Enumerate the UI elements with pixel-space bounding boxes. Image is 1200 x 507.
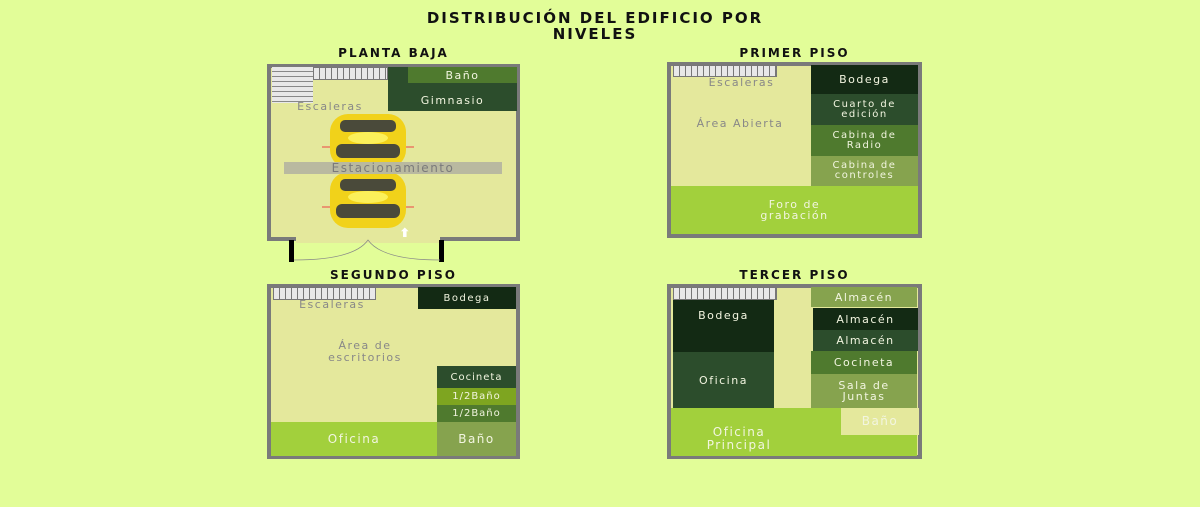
- room-bano: Baño: [841, 408, 919, 435]
- sala-label: Sala de Juntas: [838, 379, 890, 403]
- room-cocineta: Cocineta: [811, 351, 917, 374]
- room-sala-juntas: Sala de Juntas: [811, 374, 917, 408]
- bano-label: Baño: [445, 68, 480, 82]
- area-escritorios-label: Área de escritorios: [328, 339, 402, 364]
- escaleras-label: Escaleras: [299, 298, 365, 311]
- oficina-principal-label: Oficina Principal: [706, 425, 772, 452]
- radio-label: Cabina de Radio: [832, 129, 897, 151]
- room-bodega: Bodega: [673, 300, 774, 352]
- gimnasio-label: Gimnasio: [420, 94, 485, 107]
- door-post: [439, 240, 444, 262]
- segundo-piso-title: SEGUNDO PISO: [330, 268, 457, 282]
- escaleras-label: Escaleras: [708, 76, 775, 89]
- bodega-label: Bodega: [443, 292, 491, 304]
- medio-bano-label: 1/2Baño: [452, 391, 501, 402]
- bano-label: Baño: [861, 414, 899, 428]
- bodega-label: Bodega: [839, 73, 890, 86]
- almacen-label: Almacén: [834, 290, 894, 304]
- room-bodega: Bodega: [418, 287, 516, 309]
- room-almacen-3: Almacén: [813, 330, 918, 351]
- bano-label: Baño: [458, 431, 495, 446]
- stairs-icon: [673, 65, 777, 77]
- room-cabina-controles: Cabina de controles: [811, 156, 918, 186]
- door-post: [289, 240, 294, 262]
- stairs-icon: [273, 287, 376, 300]
- cocineta-label: Cocineta: [833, 356, 895, 369]
- room-bano: Baño: [408, 67, 517, 83]
- planta-baja-title: PLANTA BAJA: [338, 46, 449, 60]
- primer-piso-title: PRIMER PISO: [739, 46, 850, 60]
- estacionamiento-label: Estacionamiento: [284, 162, 502, 174]
- room-medio-bano-2: 1/2Baño: [437, 405, 516, 422]
- almacen-label: Almacén: [836, 312, 895, 326]
- stairs-icon: [272, 67, 313, 103]
- room-bano: Baño: [437, 422, 516, 456]
- foro-label: Foro de grabación: [760, 198, 829, 222]
- room-oficina: Oficina: [673, 352, 774, 408]
- room-almacen-2: Almacén: [813, 308, 918, 330]
- room-almacen-1: Almacén: [811, 287, 917, 307]
- door-swing-icon: [294, 239, 440, 261]
- room-oficina: Oficina: [271, 422, 437, 456]
- arrow-up-icon: ⬆: [399, 226, 411, 242]
- bodega-label: Bodega: [698, 309, 749, 322]
- room-bodega: Bodega: [811, 65, 918, 94]
- controles-label: Cabina de controles: [832, 160, 897, 181]
- room-cabina-radio: Cabina de Radio: [811, 125, 918, 156]
- stairs-icon: [313, 67, 388, 80]
- car-icons: [322, 114, 414, 228]
- stairs-icon: [673, 287, 777, 300]
- room-cocineta: Cocineta: [437, 366, 516, 388]
- car-icon: [322, 172, 414, 228]
- oficina-label: Oficina: [327, 431, 381, 446]
- cocineta-label: Cocineta: [450, 371, 503, 383]
- almacen-label: Almacén: [836, 334, 895, 347]
- car-icon: [322, 114, 414, 168]
- oficina-label: Oficina: [699, 373, 748, 387]
- room-medio-bano-1: 1/2Baño: [437, 388, 516, 405]
- area-abierta-label: Área Abierta: [696, 117, 784, 130]
- medio-bano-label: 1/2Baño: [452, 408, 501, 419]
- cuarto-label: Cuarto de edición: [833, 98, 896, 120]
- tercer-piso-title: TERCER PISO: [739, 268, 850, 282]
- escaleras-label: Escaleras: [297, 100, 363, 113]
- room-cuarto-edicion: Cuarto de edición: [811, 94, 918, 125]
- room-foro-grabacion: Foro de grabación: [671, 186, 918, 234]
